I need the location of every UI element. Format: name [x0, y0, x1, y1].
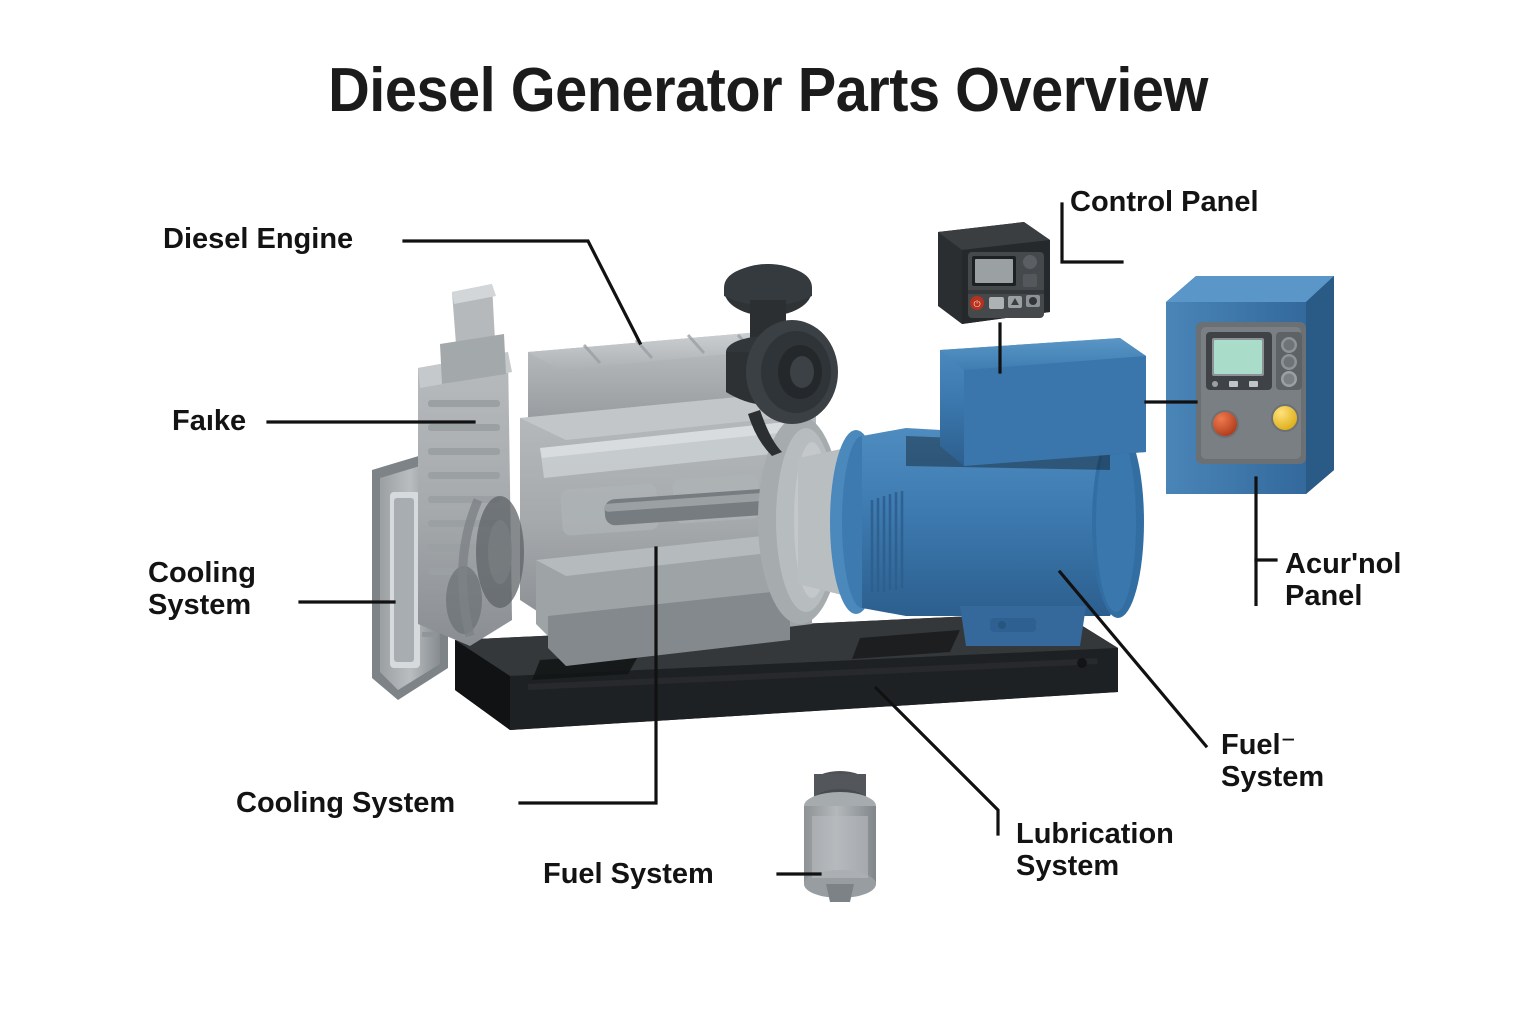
page-title: Diesel Generator Parts Overview [328, 56, 1208, 125]
leader-fuel-system-right [1057, 569, 1209, 749]
label-acurnol-panel: Acur'nol Panel [1285, 548, 1402, 613]
label-lubrication-system: Lubrication System [1016, 818, 1174, 883]
fuel-filter [804, 771, 876, 902]
leader-lines [266, 202, 1278, 876]
label-diesel-engine: Diesel Engine [163, 223, 354, 255]
leader-diesel-engine [402, 239, 643, 346]
label-cooling-system-upper: Cooling System [148, 557, 256, 622]
engine-controller: ⏻ [938, 222, 1050, 324]
air-filter [724, 264, 838, 456]
control-cabinet [1166, 276, 1334, 494]
label-faike: Faıke [172, 405, 247, 437]
engine-shaft [604, 487, 795, 526]
svg-text:⏻: ⏻ [973, 299, 980, 309]
leader-cooling-system-lower [518, 546, 658, 805]
leader-control-panel [1060, 202, 1124, 264]
belt-pulley [446, 496, 524, 638]
label-fuel-system-right: Fuel⁻ System [1221, 729, 1325, 794]
label-fuel-system-lower: Fuel System [543, 858, 714, 890]
leader-lubrication-system [873, 685, 1000, 836]
label-cooling-system-lower: Cooling System [236, 787, 456, 819]
alternator [798, 338, 1146, 646]
label-control-panel: Control Panel [1070, 186, 1259, 218]
